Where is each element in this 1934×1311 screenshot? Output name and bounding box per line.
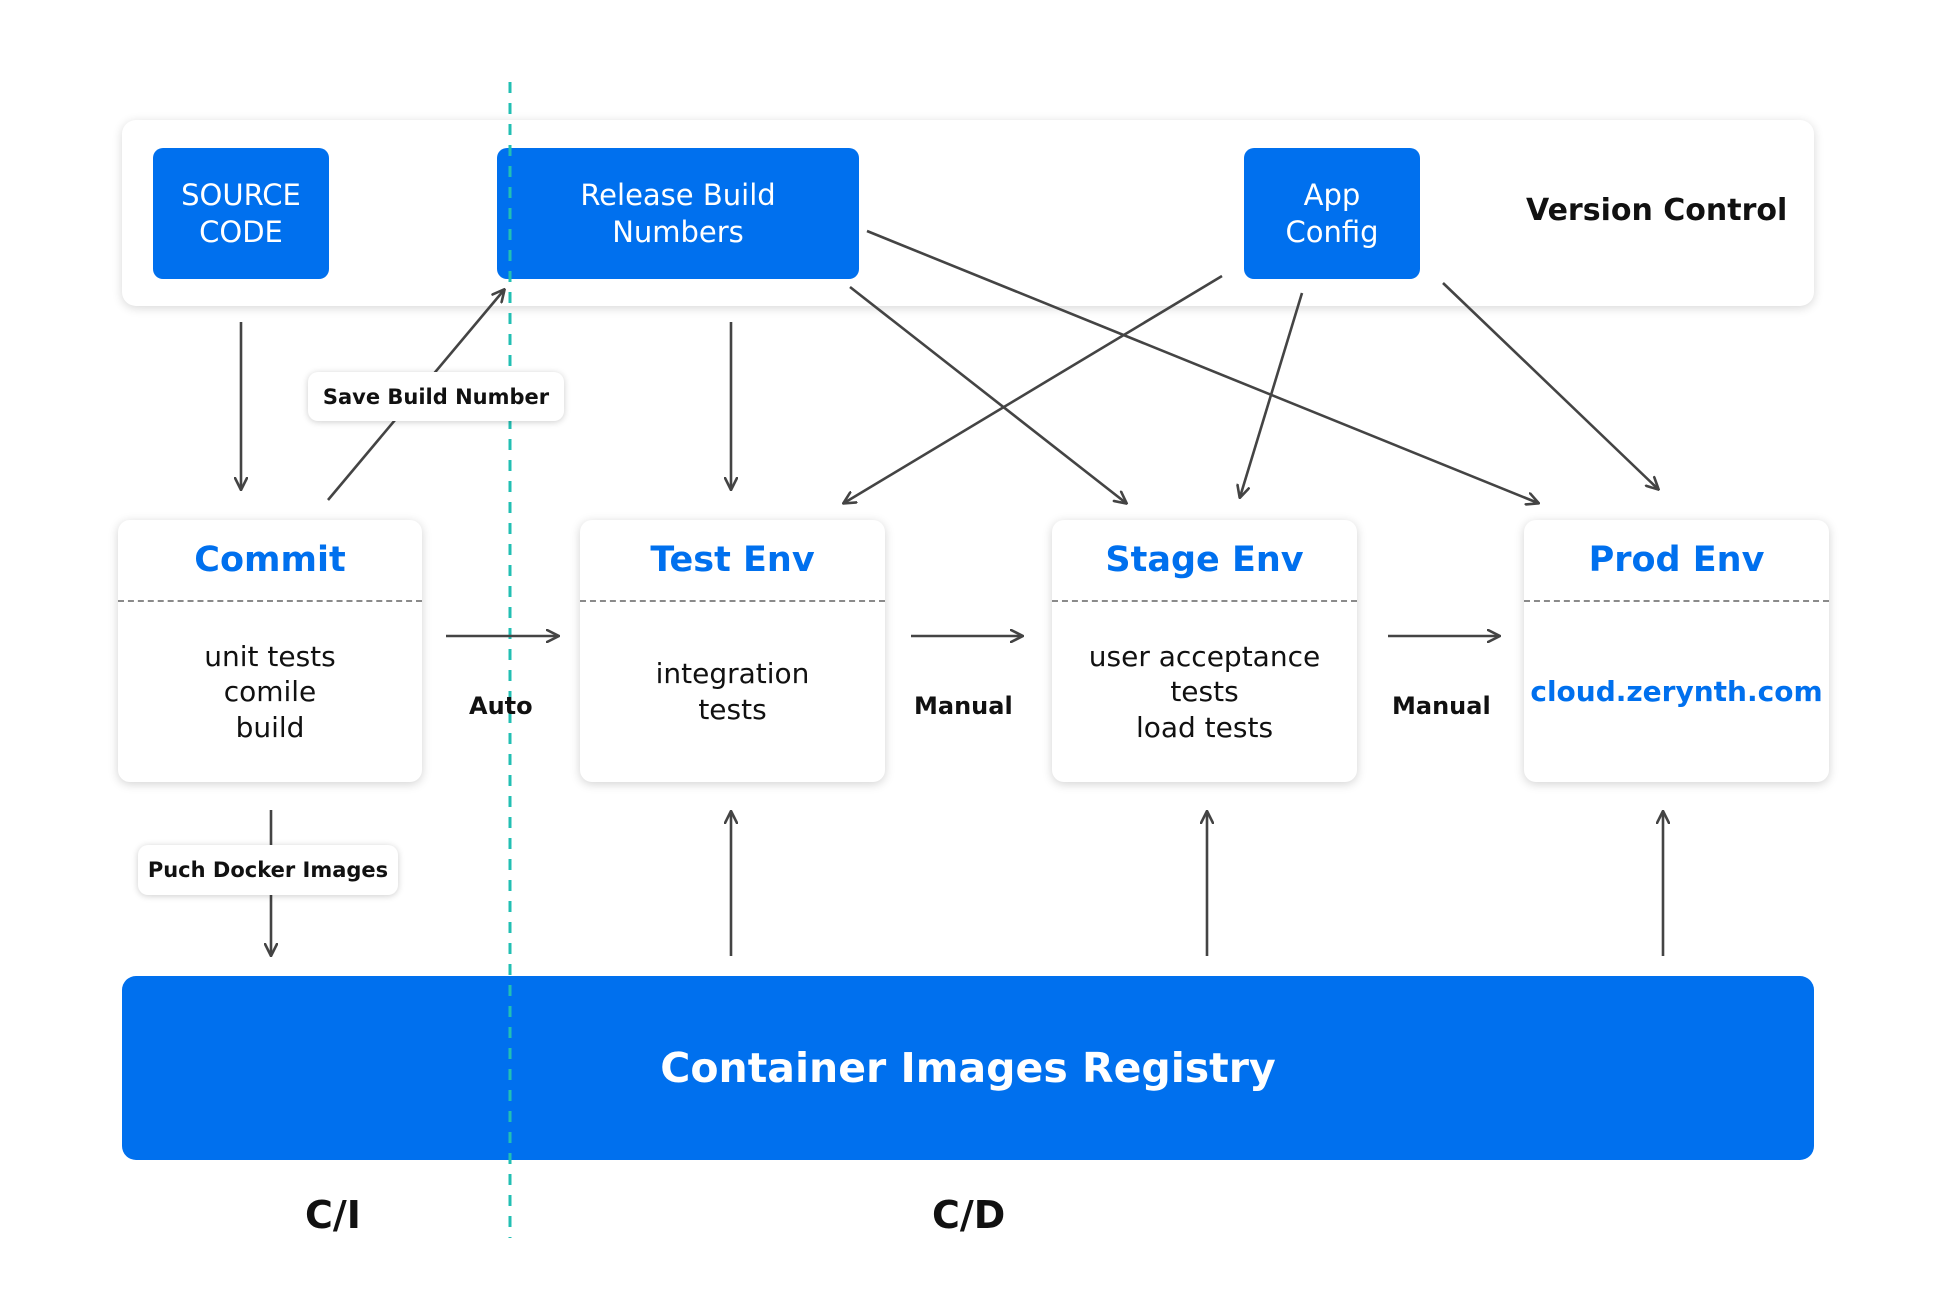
manual-label-stage-to-prod: Manual: [1392, 692, 1491, 720]
prod-env-title: Prod Env: [1588, 540, 1765, 580]
container-images-registry: Container Images Registry: [122, 976, 1814, 1160]
arrow-config-to-prod: [1442, 282, 1658, 489]
release-build-numbers-box: Release Build Numbers: [497, 148, 859, 279]
ci-phase-label: C/I: [305, 1193, 361, 1237]
arrow-config-to-test: [844, 274, 1223, 503]
test-env-card: Test Env integration tests: [580, 520, 885, 782]
app-config-box: App Config: [1244, 148, 1420, 279]
stage-env-divider: [1052, 600, 1357, 602]
arrow-config-to-stage: [1240, 292, 1304, 497]
commit-card: Commit unit tests comile build: [118, 520, 422, 782]
push-docker-images-label: Puch Docker Images: [138, 845, 398, 895]
auto-label: Auto: [469, 692, 533, 720]
prod-env-divider: [1524, 600, 1829, 602]
test-env-body: integration tests: [655, 657, 810, 726]
commit-divider: [118, 600, 422, 602]
test-env-divider: [580, 600, 885, 602]
arrow-release-to-stage: [849, 285, 1126, 503]
stage-env-title: Stage Env: [1105, 540, 1304, 580]
stage-env-card: Stage Env user acceptance tests load tes…: [1052, 520, 1357, 782]
source-code-box: SOURCE CODE: [153, 148, 329, 279]
commit-body: unit tests comile build: [204, 639, 336, 744]
manual-label-test-to-stage: Manual: [914, 692, 1013, 720]
prod-env-card: Prod Env cloud.zerynth.com: [1524, 520, 1829, 782]
prod-env-link[interactable]: cloud.zerynth.com: [1530, 675, 1823, 709]
save-build-number-label: Save Build Number: [308, 372, 564, 421]
cd-phase-label: C/D: [932, 1193, 1006, 1237]
stage-env-body: user acceptance tests load tests: [1088, 639, 1321, 744]
version-control-label: Version Control: [1526, 193, 1788, 228]
test-env-title: Test Env: [650, 540, 815, 580]
commit-title: Commit: [194, 540, 346, 580]
